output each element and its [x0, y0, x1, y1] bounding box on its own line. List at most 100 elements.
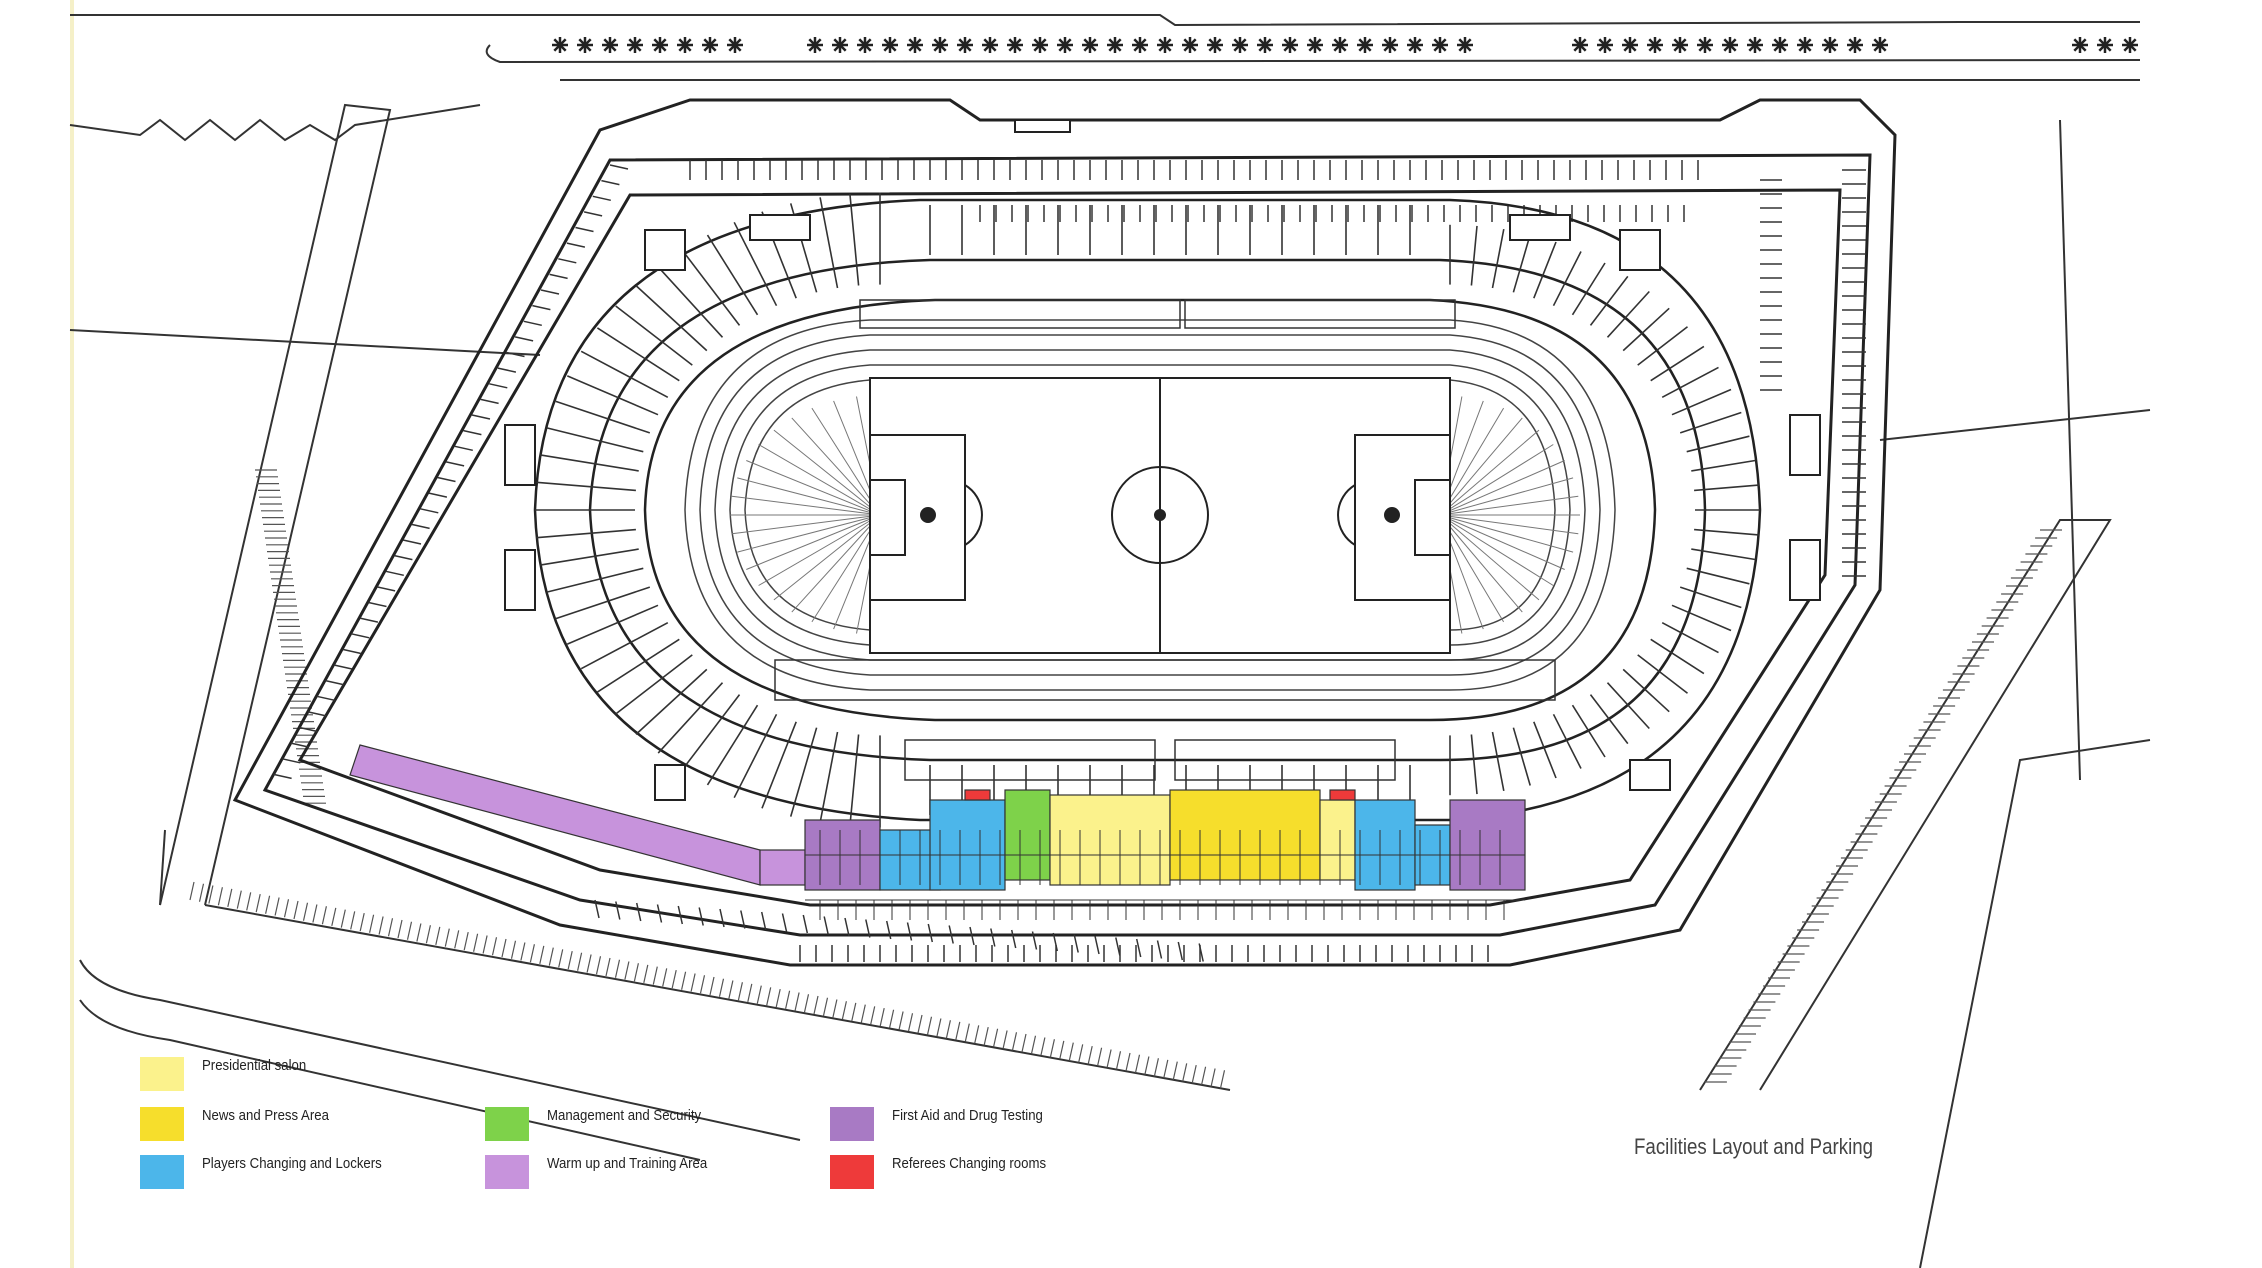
stall-line — [656, 904, 663, 923]
stall-line — [454, 445, 473, 452]
stall-line — [385, 570, 404, 577]
legend-swatch — [485, 1155, 529, 1189]
stall-line — [1073, 934, 1079, 953]
palm-frond — [889, 38, 897, 46]
hatch-line — [189, 881, 195, 901]
palm-tree-icon — [1572, 37, 1588, 53]
stall-line — [497, 367, 517, 373]
palm-tree-icon — [1457, 37, 1473, 53]
hatch-line — [444, 928, 450, 947]
palm-tree-icon — [957, 37, 973, 53]
palm-frond — [584, 38, 592, 46]
hatch-line — [331, 907, 337, 927]
palm-tree-icon — [1232, 37, 1248, 53]
hatch-line — [387, 918, 394, 937]
seating-divider — [555, 586, 651, 620]
hatch-line — [1068, 1042, 1074, 1061]
seating-divider — [1679, 586, 1742, 609]
palm-frond — [1039, 38, 1047, 46]
seating-divider — [1606, 682, 1650, 730]
fan-line — [1439, 495, 1579, 516]
hatch-line — [321, 906, 327, 925]
seating-divider — [1686, 567, 1750, 585]
stall-line — [342, 648, 361, 655]
hatch-line — [246, 892, 252, 911]
seating-divider — [596, 327, 680, 382]
palm-tree-icon — [1182, 37, 1198, 53]
palm-tree-icon — [1647, 37, 1663, 53]
hatch-line — [586, 954, 592, 973]
hatch-line — [756, 985, 762, 1004]
stall-line — [1177, 941, 1184, 961]
seating-divider — [706, 704, 759, 786]
stall-line — [719, 908, 725, 928]
stall-line — [802, 914, 809, 934]
stall-line — [1135, 938, 1142, 958]
hatch-line — [510, 940, 517, 959]
hatch-line — [851, 1002, 857, 1022]
palm-tree-icon — [1107, 37, 1123, 53]
hatch-line — [548, 947, 554, 966]
palm-frond — [1289, 38, 1297, 46]
hatch-line — [907, 1013, 914, 1032]
seating-divider — [849, 193, 860, 286]
stall-line — [740, 910, 746, 929]
hatch-line — [671, 969, 677, 989]
palm-tree-icon — [1672, 37, 1688, 53]
hatch-line — [955, 1021, 961, 1041]
stall-line — [299, 726, 318, 733]
seating-divider — [540, 454, 639, 472]
hatch-line — [1040, 1037, 1046, 1056]
hatch-line — [1115, 1051, 1122, 1070]
stall-line — [445, 461, 465, 467]
stall-line — [760, 911, 767, 931]
palm-tree-icon — [1157, 37, 1173, 53]
seating-divider — [1512, 727, 1531, 786]
seating-divider — [1512, 234, 1531, 293]
fan-line — [746, 460, 881, 516]
hatch-line — [1106, 1049, 1112, 1068]
hatch-line — [473, 933, 479, 952]
stall-line — [428, 492, 448, 498]
stall-line — [677, 905, 684, 925]
seating-divider — [1686, 435, 1750, 453]
palm-tree-icon — [807, 37, 823, 53]
stall-line — [316, 695, 335, 702]
seating-divider — [849, 734, 860, 827]
seating-divider — [1679, 411, 1742, 434]
seating-divider — [1571, 704, 1606, 758]
stall-line — [1156, 940, 1163, 959]
stall-line — [506, 351, 525, 358]
fan-line — [1439, 514, 1565, 570]
hatch-line — [416, 923, 422, 942]
palm-frond — [839, 38, 847, 46]
hatch-line — [643, 964, 649, 984]
palm-tree-icon — [1007, 37, 1023, 53]
palm-tree-icon — [1307, 37, 1323, 53]
stall-line — [583, 211, 603, 217]
hatch-line — [699, 975, 706, 994]
seating-divider — [1533, 721, 1557, 779]
hatch-line — [208, 885, 214, 904]
hatch-line — [406, 921, 413, 940]
hatch-line — [605, 957, 611, 977]
legend-swatch — [140, 1155, 184, 1189]
legend-label: Referees Changing rooms — [892, 1155, 1047, 1172]
legend-swatch — [140, 1057, 184, 1091]
stall-line — [376, 586, 396, 592]
seating-divider — [1491, 228, 1505, 289]
palm-tree-icon — [2072, 37, 2088, 53]
stall-line — [601, 179, 620, 186]
palm-frond — [634, 38, 642, 46]
hatch-line — [1059, 1040, 1065, 1060]
palm-frond — [1464, 38, 1472, 46]
stair-core — [1014, 119, 1071, 133]
stall-line — [333, 664, 353, 670]
fan-line — [811, 514, 881, 623]
stall-line — [823, 916, 829, 935]
hatch-line — [454, 930, 460, 949]
page-edge — [70, 0, 74, 1268]
hatch-line — [1097, 1047, 1103, 1066]
legend-item-press: News and Press Area — [140, 1107, 346, 1141]
seating-divider — [540, 548, 639, 566]
